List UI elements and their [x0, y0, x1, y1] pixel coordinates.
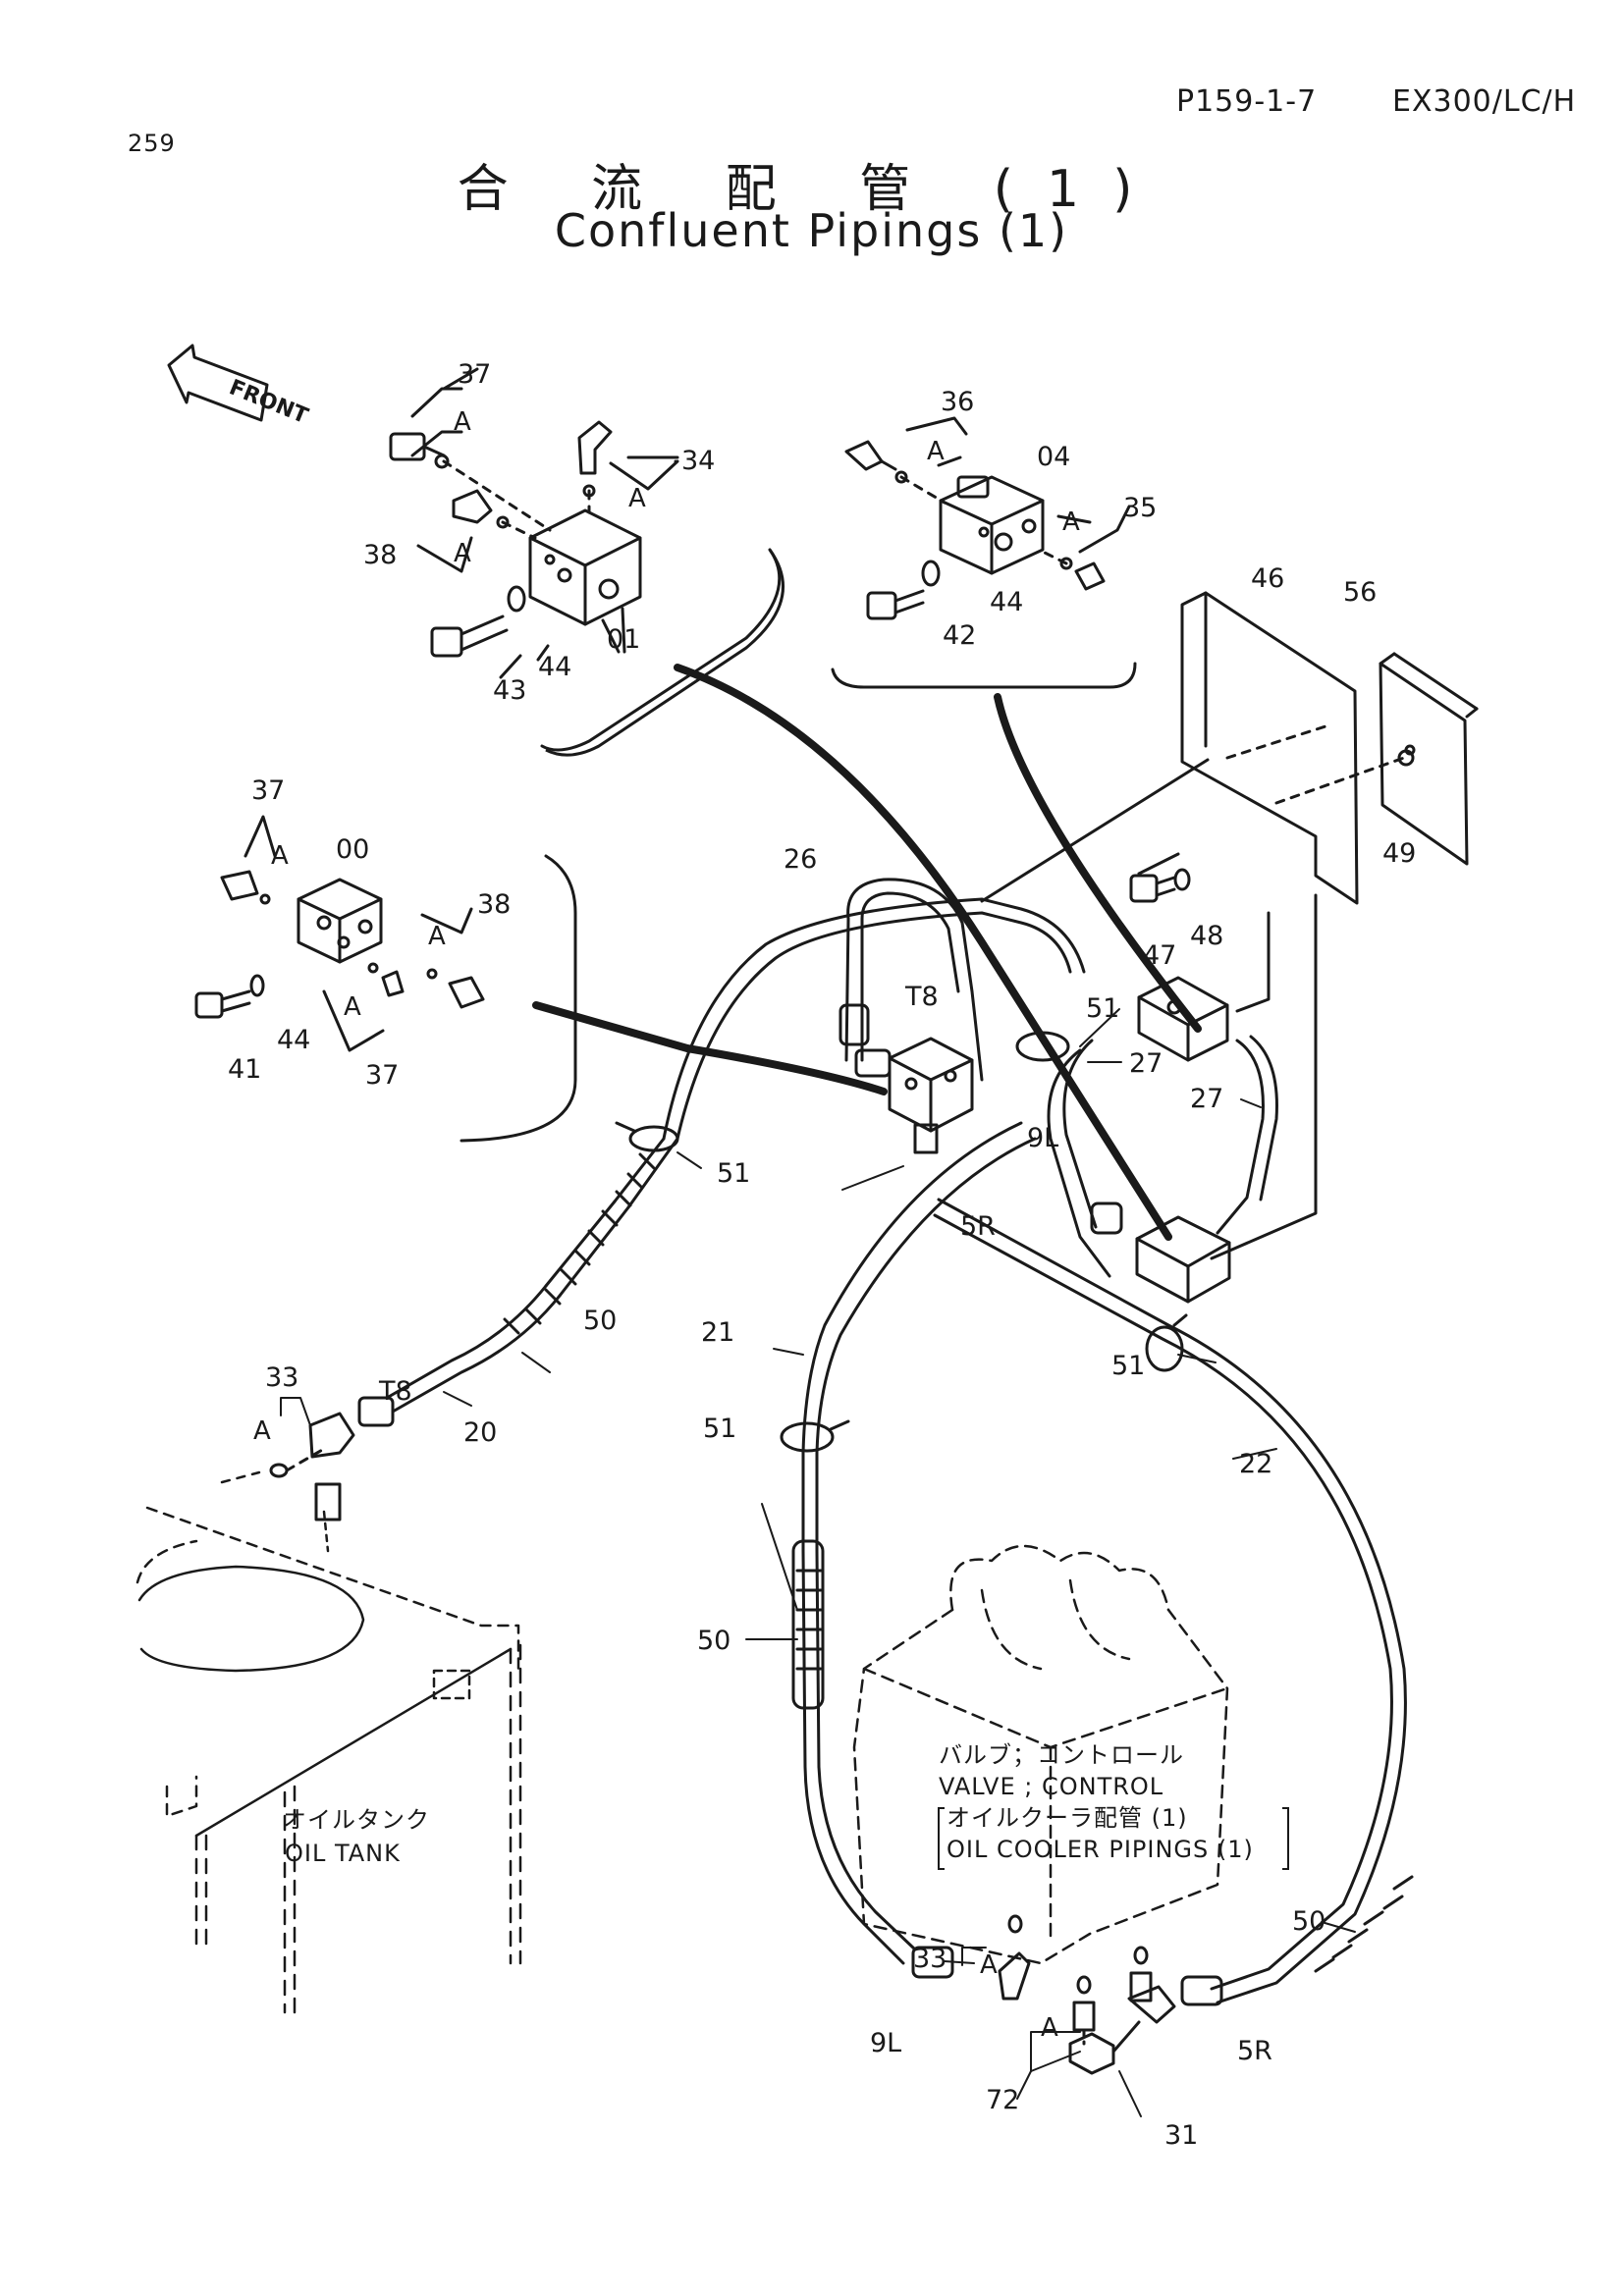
detail-bubble-block-00	[194, 815, 577, 1143]
label-20: 20	[463, 1417, 497, 1448]
label-a: A	[927, 437, 945, 466]
junction-block-upper-right	[1137, 976, 1229, 1062]
label-51: 51	[1086, 993, 1119, 1024]
note-tank-en: OIL TANK	[285, 1840, 401, 1867]
label-a: A	[428, 922, 446, 951]
label-41: 41	[228, 1054, 261, 1085]
label-49: 49	[1382, 838, 1416, 869]
clamp-51-d	[780, 1419, 850, 1453]
label-00: 00	[336, 834, 369, 865]
label-37: 37	[365, 1060, 399, 1091]
label-51: 51	[703, 1414, 736, 1444]
page-number: 259	[128, 130, 176, 157]
hose-22-50-right	[933, 1198, 1414, 2075]
label-leaders	[280, 1008, 1356, 2117]
detail-bubble-block-01	[389, 367, 782, 752]
label-36: 36	[941, 387, 974, 417]
label-44: 44	[277, 1025, 310, 1055]
hose-20-50	[269, 897, 1086, 1522]
label-43: 43	[493, 675, 526, 706]
label-35: 35	[1123, 493, 1157, 523]
label-44: 44	[990, 587, 1023, 617]
label-38: 38	[477, 889, 511, 920]
label-a: A	[628, 484, 646, 513]
label-50: 50	[583, 1306, 617, 1336]
label-a: A	[980, 1950, 998, 1980]
label-a: A	[454, 407, 471, 437]
label-51: 51	[717, 1158, 750, 1189]
label-a: A	[344, 992, 361, 1022]
label-9l: 9L	[1027, 1123, 1058, 1153]
hose-21-50-left	[791, 1121, 1037, 2001]
label-44: 44	[538, 652, 571, 682]
title-english: Confluent Pipings (1)	[554, 204, 1069, 257]
label-01: 01	[607, 624, 640, 655]
label-50: 50	[697, 1626, 730, 1656]
label-a: A	[454, 539, 471, 568]
front-label: FRONT	[226, 375, 311, 429]
label-31: 31	[1164, 2120, 1198, 2151]
label-21: 21	[701, 1317, 734, 1348]
label-a: A	[253, 1416, 271, 1446]
label-38: 38	[363, 540, 397, 570]
oil-tank	[135, 1470, 522, 2014]
label-56: 56	[1343, 577, 1377, 608]
detail-bubble-block-04	[831, 416, 1137, 689]
label-a: A	[1062, 507, 1080, 537]
label-a: A	[271, 841, 289, 871]
note-tank-jp: オイルタンク	[283, 1806, 430, 1834]
label-a: A	[1041, 2013, 1058, 2043]
model-code: EX300/LC/H	[1392, 84, 1577, 119]
title-japanese: 合 流 配 管 (1)	[457, 160, 1166, 219]
label-27: 27	[1190, 1084, 1223, 1114]
label-34: 34	[681, 446, 715, 476]
control-valve	[852, 1544, 1229, 1965]
clamp-51-b	[1015, 1031, 1070, 1062]
label-33: 33	[265, 1362, 298, 1393]
label-37: 37	[458, 359, 491, 390]
mounting-plates	[980, 591, 1479, 1260]
label-t8: T8	[904, 982, 939, 1012]
label-37: 37	[251, 775, 285, 806]
label-46: 46	[1251, 563, 1284, 594]
note-cooler-jp: オイルクーラ配管 (1)	[947, 1804, 1188, 1832]
label-22: 22	[1239, 1449, 1272, 1479]
label-50: 50	[1292, 1906, 1325, 1937]
junction-block-center	[888, 1037, 974, 1154]
label-5r: 5R	[1237, 2036, 1272, 2066]
label-47: 47	[1143, 940, 1176, 971]
label-33: 33	[913, 1944, 947, 1974]
label-72: 72	[986, 2085, 1019, 2115]
front-arrow-icon	[167, 344, 269, 422]
note-cooler-en: OIL COOLER PIPINGS (1)	[947, 1836, 1254, 1863]
label-27: 27	[1129, 1048, 1163, 1079]
clamp-51-a	[615, 1121, 679, 1152]
note-valve-jp: バルブ；コントロール	[939, 1741, 1184, 1769]
label-t8: T8	[378, 1376, 412, 1407]
note-valve-en: VALVE ; CONTROL	[939, 1773, 1163, 1800]
label-42: 42	[943, 620, 976, 651]
label-48: 48	[1190, 921, 1223, 951]
label-5r: 5R	[960, 1211, 996, 1242]
label-04: 04	[1037, 442, 1070, 472]
part-code: P159-1-7	[1176, 84, 1318, 119]
label-9l: 9L	[870, 2028, 901, 2058]
junction-block-lower-right	[1135, 1215, 1231, 1304]
hose-27-pair	[1047, 1035, 1278, 1278]
clamp-51-c	[1145, 1313, 1188, 1372]
label-26: 26	[784, 844, 817, 875]
label-51: 51	[1111, 1351, 1145, 1381]
